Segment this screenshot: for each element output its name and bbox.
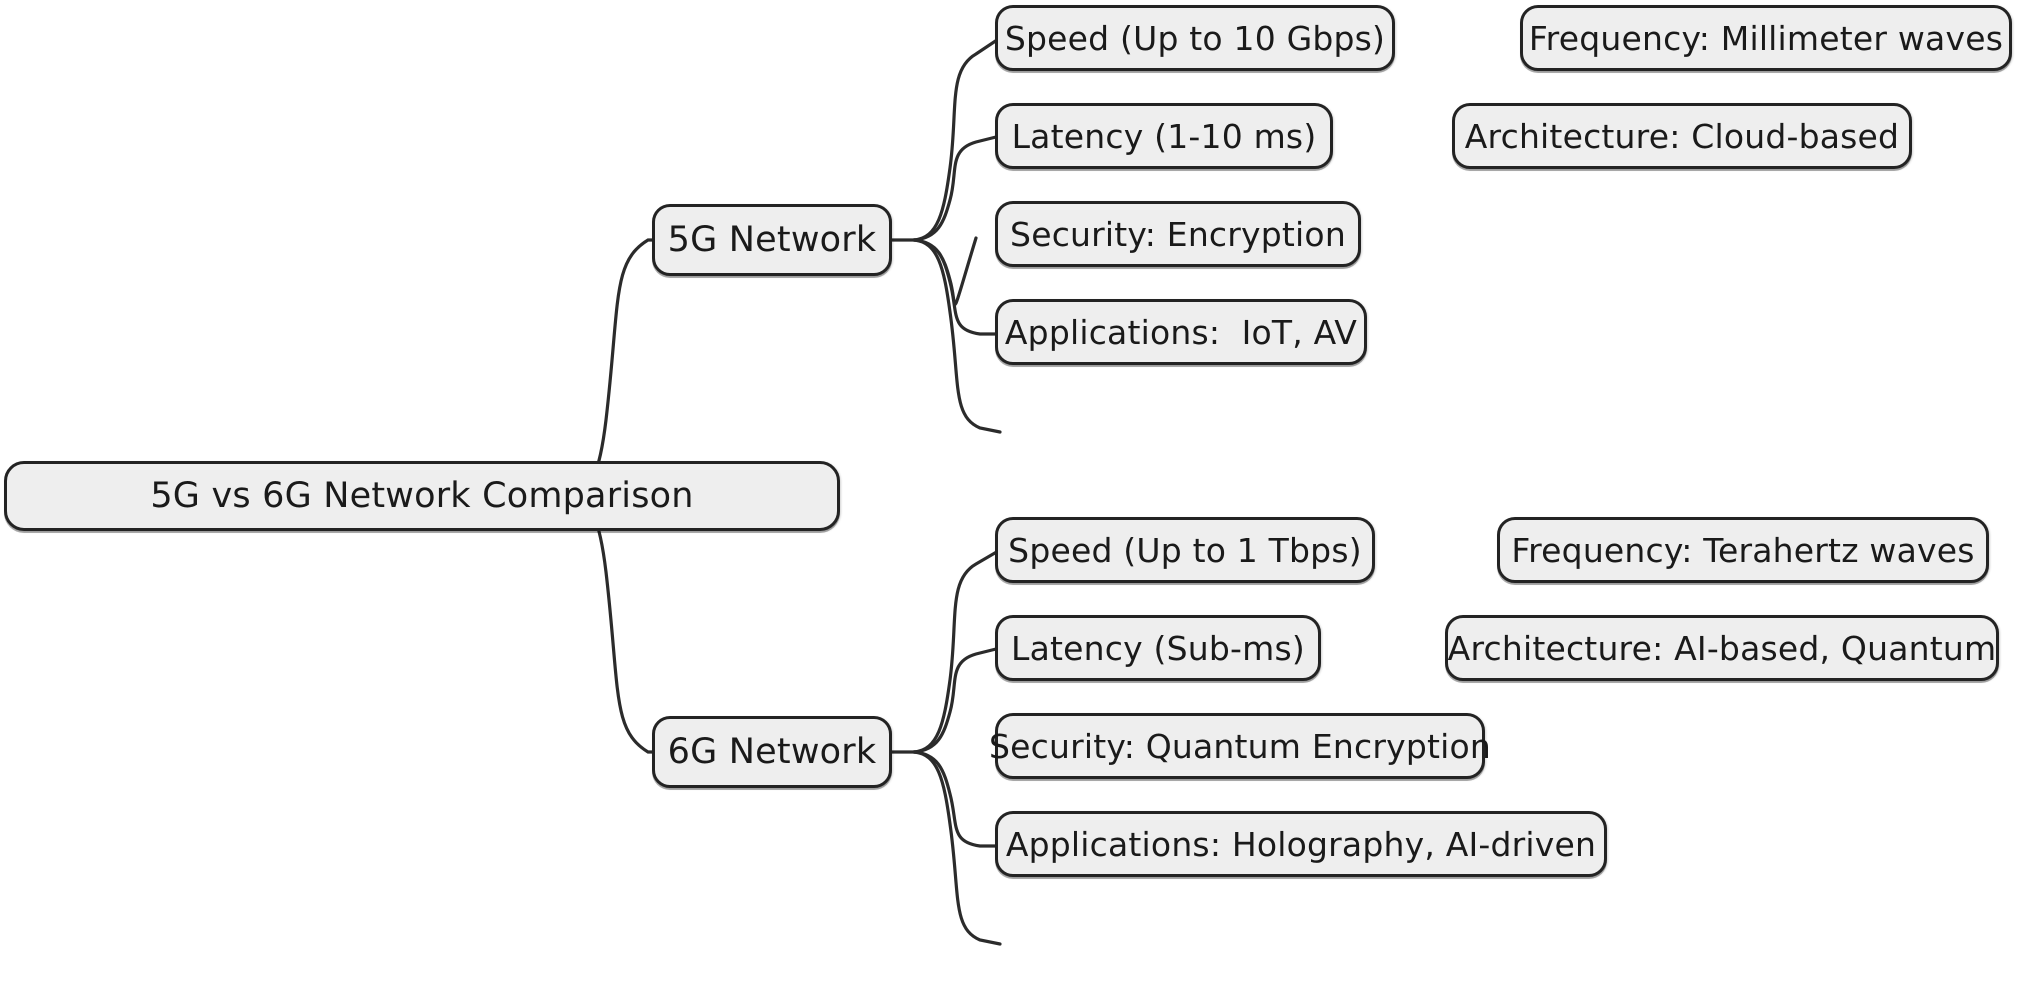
node-5g-security[interactable]: Security: Encryption xyxy=(995,201,1361,267)
node-6g-frequency[interactable]: Frequency: Terahertz waves xyxy=(1497,517,1989,583)
edge-5g-to-speed xyxy=(912,36,1002,242)
node-6g-network[interactable]: 6G Network xyxy=(652,716,892,788)
node-6g-applications-label: Applications: Holography, AI-driven xyxy=(1005,824,1597,864)
node-5g-network[interactable]: 5G Network xyxy=(652,204,892,276)
node-root-label: 5G vs 6G Network Comparison xyxy=(150,475,694,516)
node-6g-architecture[interactable]: Architecture: AI-based, Quantum xyxy=(1445,615,1999,681)
edge-5g-to-security xyxy=(912,236,1002,336)
edge-5g-to-latency xyxy=(912,134,1002,242)
node-root[interactable]: 5G vs 6G Network Comparison xyxy=(4,461,840,531)
node-6g-latency-label: Latency (Sub-ms) xyxy=(1011,628,1305,668)
edge-6g-to-security xyxy=(912,750,1002,848)
node-5g-speed-label: Speed (Up to 10 Gbps) xyxy=(1004,18,1386,58)
node-5g-architecture[interactable]: Architecture: Cloud-based xyxy=(1452,103,1912,169)
edge-root-to-5g xyxy=(564,238,706,498)
node-6g-latency[interactable]: Latency (Sub-ms) xyxy=(995,615,1321,681)
edge-6g-to-applications xyxy=(912,750,1002,946)
node-5g-architecture-label: Architecture: Cloud-based xyxy=(1464,116,1900,156)
node-6g-frequency-label: Frequency: Terahertz waves xyxy=(1511,530,1975,570)
node-6g-speed[interactable]: Speed (Up to 1 Tbps) xyxy=(995,517,1375,583)
node-5g-applications-label: Applications: IoT, AV xyxy=(1004,312,1358,352)
edge-root-to-6g xyxy=(564,494,706,754)
node-6g-speed-label: Speed (Up to 1 Tbps) xyxy=(1008,530,1362,570)
edge-5g-to-applications xyxy=(912,238,1002,434)
node-5g-latency-label: Latency (1-10 ms) xyxy=(1011,116,1317,156)
node-5g-network-label: 5G Network xyxy=(667,219,877,260)
node-6g-applications[interactable]: Applications: Holography, AI-driven xyxy=(995,811,1607,877)
node-5g-applications[interactable]: Applications: IoT, AV xyxy=(995,299,1367,365)
edge-6g-to-speed xyxy=(912,548,1002,754)
node-6g-architecture-label: Architecture: AI-based, Quantum xyxy=(1447,628,1997,668)
node-5g-frequency-label: Frequency: Millimeter waves xyxy=(1528,18,2004,58)
node-5g-speed[interactable]: Speed (Up to 10 Gbps) xyxy=(995,5,1395,71)
node-5g-latency[interactable]: Latency (1-10 ms) xyxy=(995,103,1333,169)
node-6g-security-label: Security: Quantum Encryption xyxy=(989,726,1492,766)
node-5g-security-label: Security: Encryption xyxy=(1010,214,1346,254)
node-5g-frequency[interactable]: Frequency: Millimeter waves xyxy=(1520,5,2012,71)
node-6g-network-label: 6G Network xyxy=(667,731,877,772)
node-6g-security[interactable]: Security: Quantum Encryption xyxy=(989,713,1491,779)
